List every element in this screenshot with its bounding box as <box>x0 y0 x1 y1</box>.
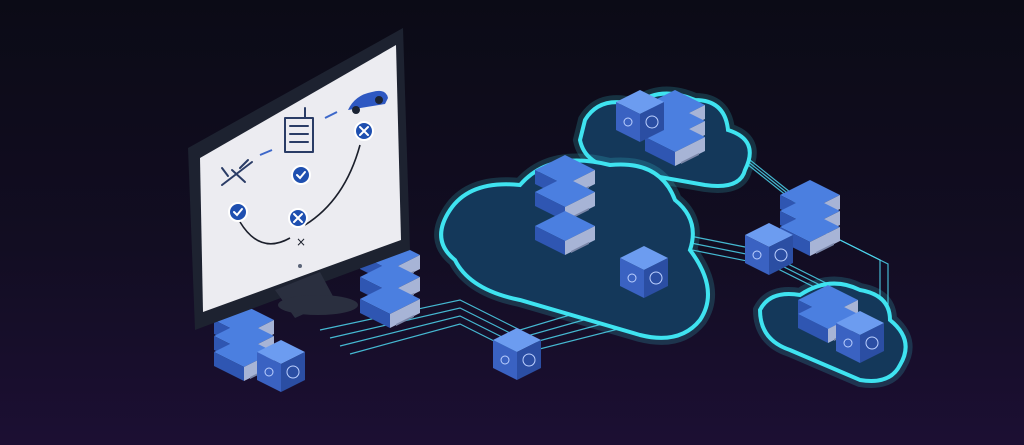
flow-path-lower <box>239 221 291 245</box>
arrow-right-icon <box>259 149 273 156</box>
monitor-power-dot <box>298 264 302 268</box>
failed-step-marker: × <box>296 235 306 249</box>
arrow-right-icon <box>324 111 338 119</box>
check-badge-hotel <box>291 165 311 185</box>
check-badge-airplane <box>228 202 248 222</box>
flow-path-upper <box>304 144 361 226</box>
car-icon <box>348 90 388 114</box>
server-stack-center <box>535 155 595 255</box>
hotel-building-icon <box>284 107 314 153</box>
monitor-base <box>278 295 358 315</box>
airplane-icon <box>221 159 253 186</box>
cross-badge-car <box>354 121 374 141</box>
cross-badge-middle <box>288 208 308 228</box>
journey-flow: × <box>221 90 388 249</box>
